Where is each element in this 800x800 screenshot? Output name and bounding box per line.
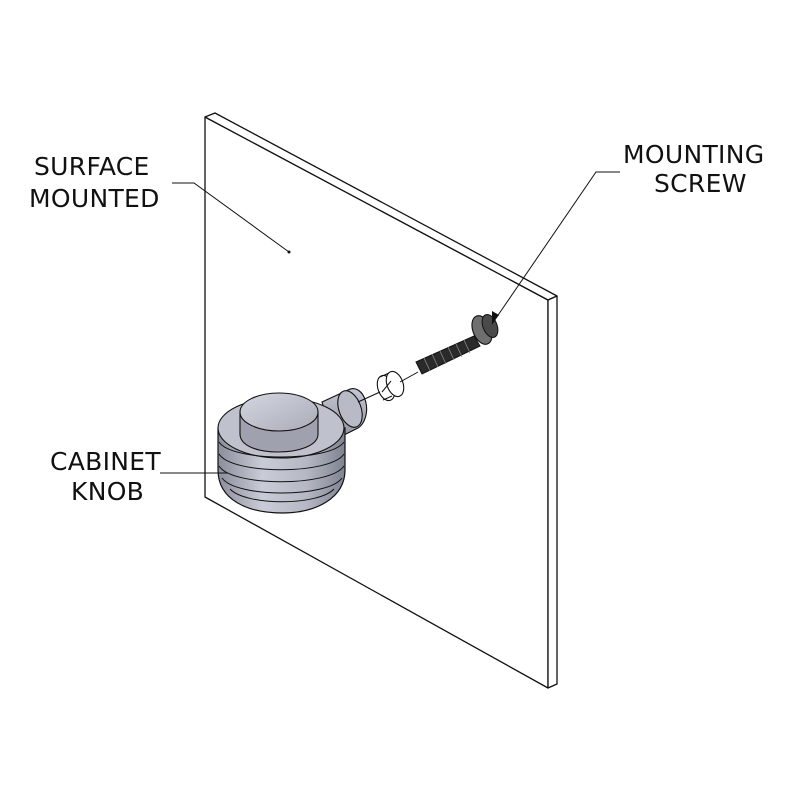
mounting-screw [415, 314, 499, 375]
screw-arrowhead [492, 311, 499, 324]
surface-leader [172, 182, 290, 253]
cabinet-knob-label-line2: KNOB [71, 477, 144, 506]
cabinet-knob-label-line1: CABINET [50, 447, 161, 476]
assembly-axis [357, 371, 419, 403]
mounting-screw-label-line2: SCREW [654, 169, 747, 198]
cabinet-knob-drawing [217, 388, 368, 514]
screw-leader [491, 171, 620, 325]
surface-mounted-label-line2: MOUNTED [29, 184, 160, 213]
surface-mounted-label-line1: SURFACE [34, 152, 150, 181]
leader-lines [160, 171, 620, 474]
surface-panel [204, 112, 558, 689]
mounting-screw-label-line1: MOUNTING [623, 140, 764, 169]
washer [376, 370, 405, 402]
